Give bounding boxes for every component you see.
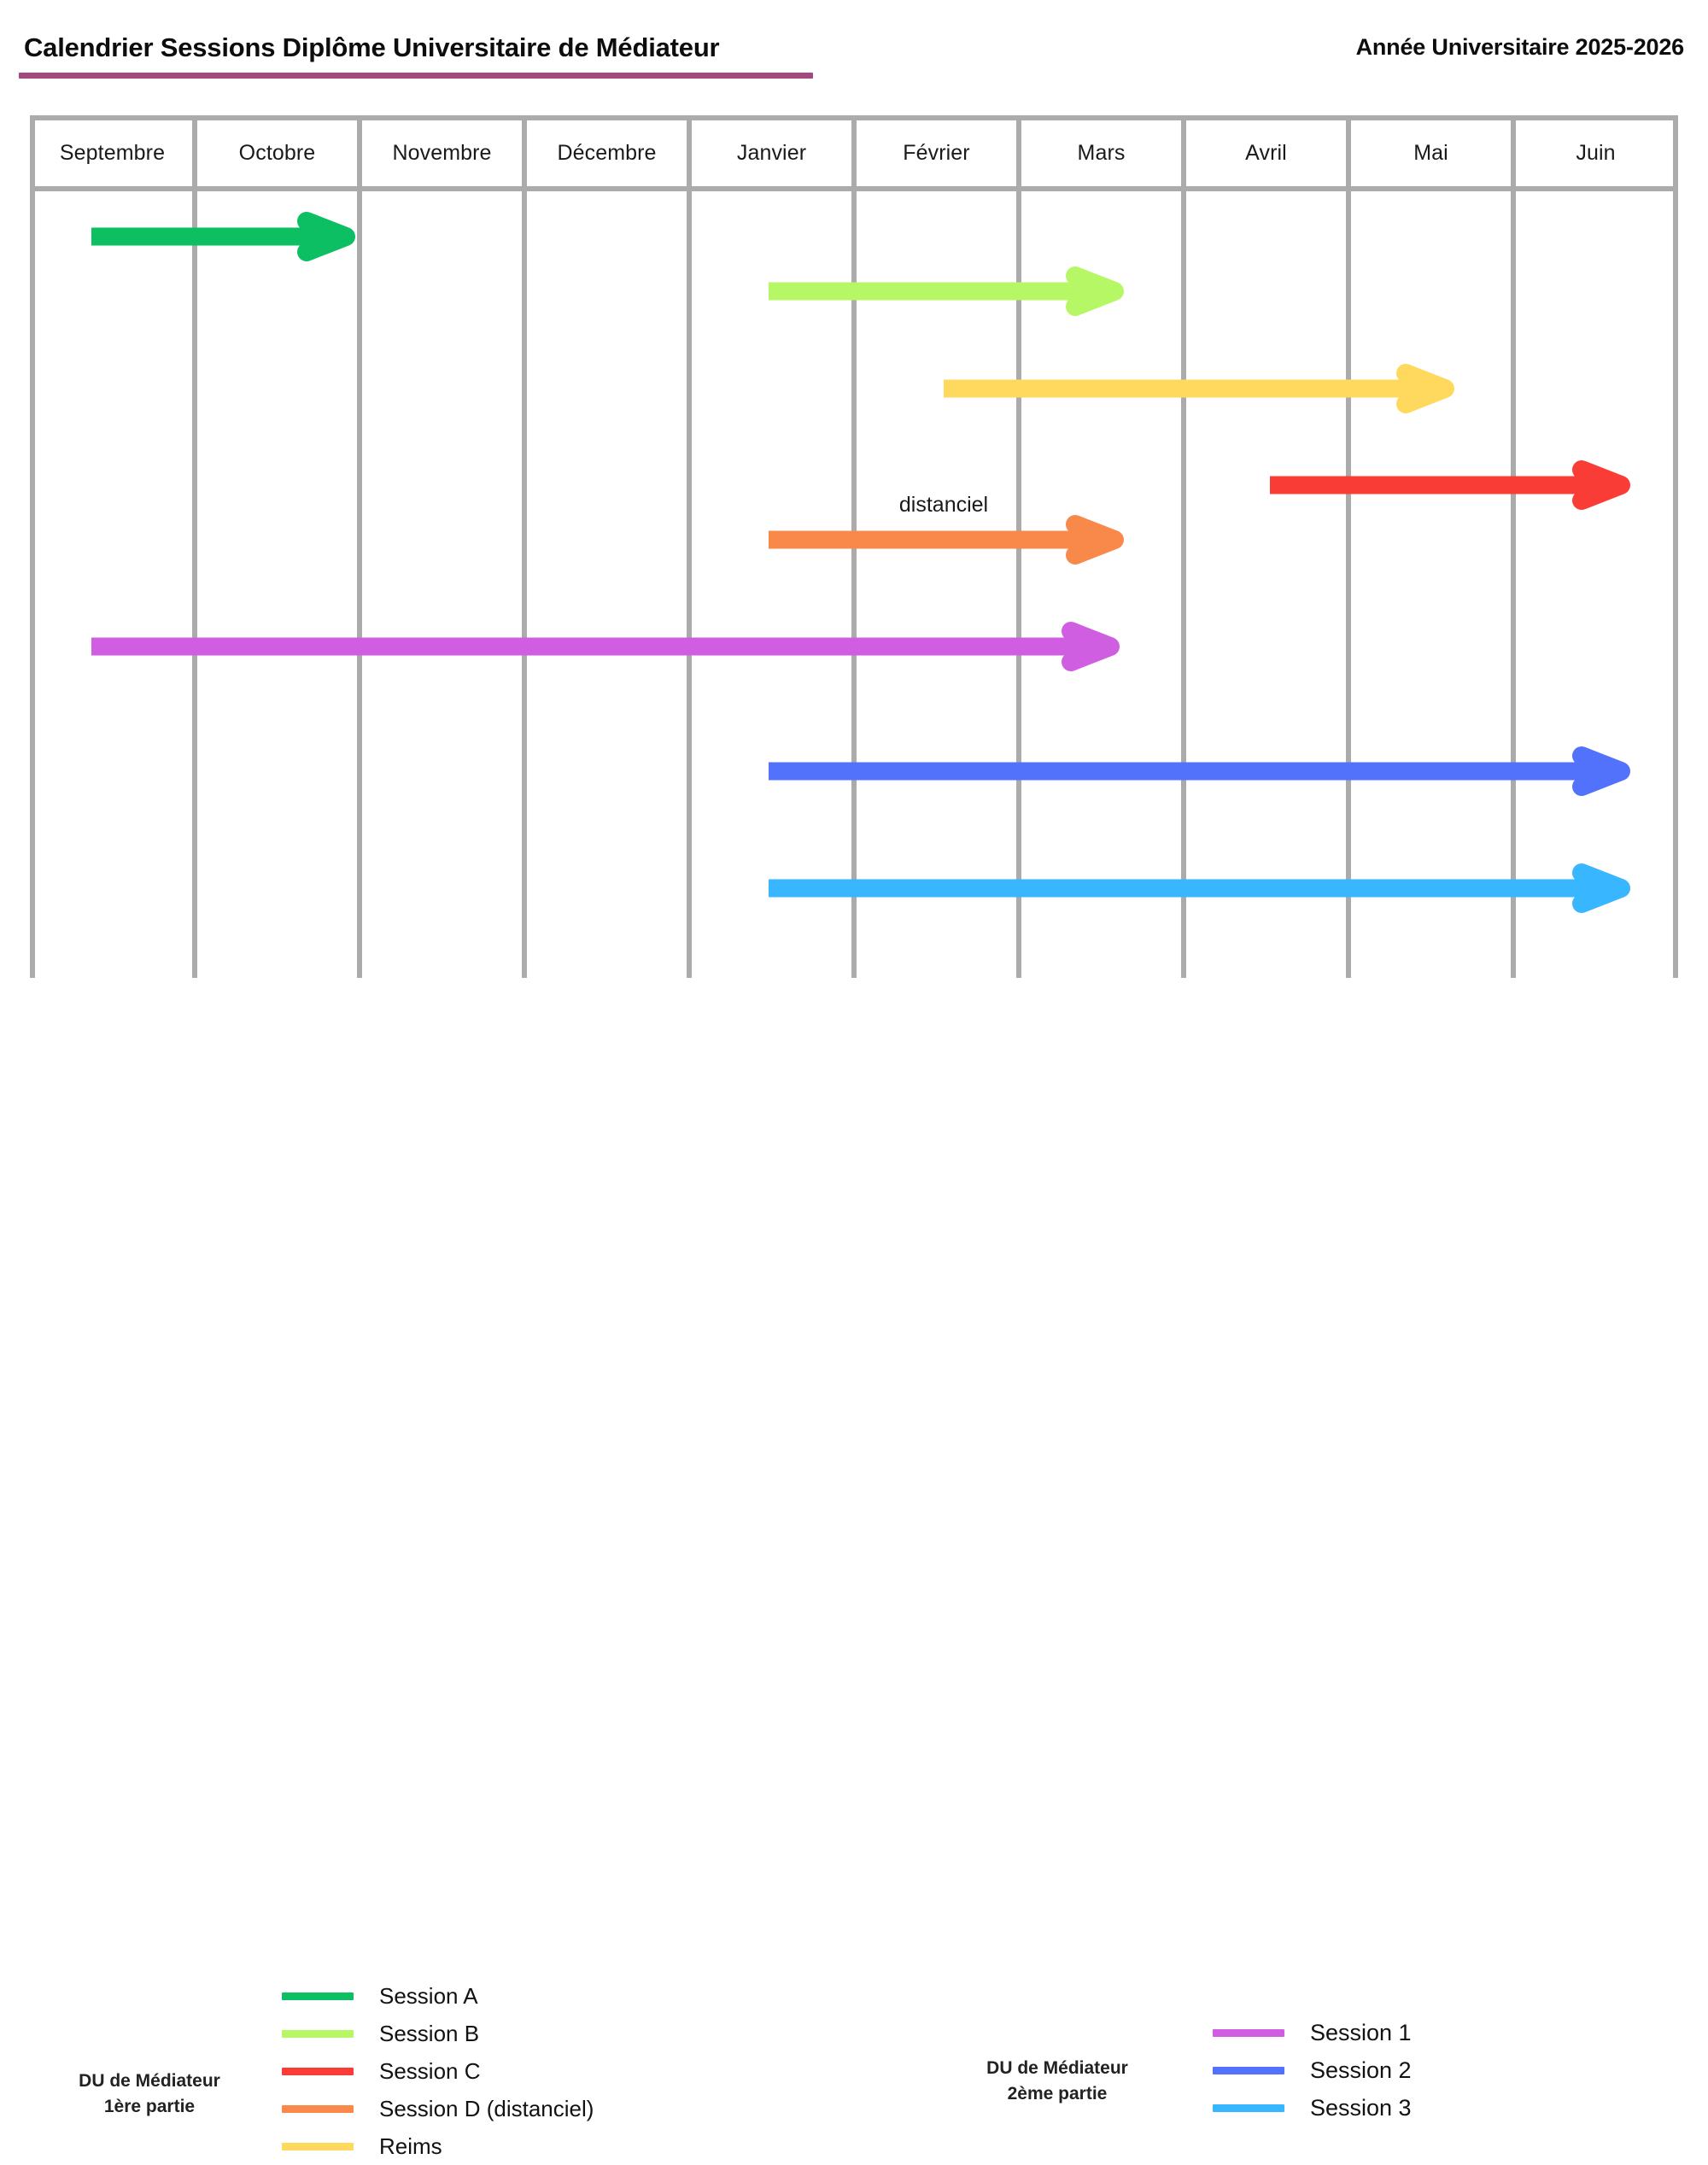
arrow-head-icon — [1572, 746, 1630, 796]
academic-year-label: Année Universitaire 2025-2026 — [1355, 34, 1685, 60]
legend-item-label: Session D (distanciel) — [379, 2095, 594, 2121]
page-header: Calendrier Sessions Diplôme Universitair… — [0, 0, 1708, 102]
legend-color-swatch — [1213, 2104, 1284, 2112]
arrow-head-icon — [1396, 364, 1454, 413]
legend-item[interactable]: Session A — [282, 1977, 594, 2015]
legend-item-label: Reims — [379, 2133, 442, 2159]
page-title: Calendrier Sessions Diplôme Universitair… — [24, 32, 720, 62]
legend-color-swatch — [282, 2104, 354, 2113]
grid-line-vertical — [1346, 191, 1351, 978]
legend-first-part-items: Session A Session B Session C Session D (di… — [282, 1977, 594, 2165]
legend-color-swatch — [1213, 2028, 1284, 2037]
legend-second-part-title: DU de Médiateur 2ème partie — [986, 2056, 1128, 2108]
grid-line-vertical — [1016, 191, 1021, 978]
legend-item-label: Session C — [379, 2057, 481, 2084]
legend-color-swatch — [282, 2142, 354, 2150]
grid-line-vertical — [1673, 191, 1678, 978]
bar-annotation-label: distanciel — [898, 493, 989, 517]
grid-line-vertical — [30, 191, 35, 978]
arrow-shaft — [91, 637, 1089, 656]
legend-first-part-title: DU de Médiateur 1ère partie — [79, 2068, 220, 2121]
arrow-head-icon — [1066, 266, 1124, 316]
legend-item-label: Session 2 — [1310, 2057, 1412, 2083]
month-label: Novembre — [392, 141, 492, 165]
legend-item-label: Session 1 — [1310, 2019, 1412, 2045]
month-label: Janvier — [736, 141, 807, 165]
legend-color-swatch — [282, 2029, 354, 2038]
month-label: Février — [903, 141, 970, 165]
legend-item[interactable]: Session D (distanciel) — [282, 2090, 594, 2127]
timeline-arrow — [91, 212, 355, 261]
timeline-arrow — [769, 863, 1630, 913]
grid-line-vertical — [357, 191, 362, 978]
grid-line-vertical — [1511, 191, 1516, 978]
month-label: Mars — [1077, 141, 1126, 165]
grid-line-vertical — [522, 191, 527, 978]
month-header-cell: Mars — [1016, 120, 1184, 186]
month-label: Avril — [1245, 141, 1287, 165]
arrow-head-icon — [1572, 863, 1630, 913]
legend-item-label: Session A — [379, 1982, 478, 2009]
arrow-shaft — [769, 879, 1600, 898]
month-header-cell: Décembre — [522, 120, 689, 186]
legend-item[interactable]: Session C — [282, 2052, 594, 2090]
legend-second-part-items: Session 1 Session 2 Session 3 — [1213, 2014, 1412, 2127]
grid-header-bottom-border — [30, 186, 1678, 191]
legend-item[interactable]: Session 1 — [1213, 2014, 1412, 2051]
timeline-plot-area: distanciel — [30, 191, 1678, 978]
month-header-cell: Octobre — [192, 120, 360, 186]
arrow-head-icon — [297, 212, 355, 261]
month-header-cell: Janvier — [687, 120, 854, 186]
timeline-arrow — [769, 746, 1630, 796]
month-header-cell: Mai — [1346, 120, 1513, 186]
month-label: Mai — [1413, 141, 1448, 165]
arrow-shaft — [1270, 476, 1600, 494]
month-header-cell: Septembre — [30, 120, 195, 186]
legend-color-swatch — [282, 2067, 354, 2075]
month-label: Juin — [1576, 141, 1616, 165]
legend-color-swatch — [1213, 2066, 1284, 2074]
legend-title-line-2: 1ère partie — [103, 2097, 196, 2117]
legend-item-label: Session B — [379, 2020, 480, 2046]
arrow-shaft — [769, 762, 1600, 781]
legend-item[interactable]: Session 2 — [1213, 2051, 1412, 2089]
timeline-arrow — [769, 266, 1124, 316]
legend-item[interactable]: Session 3 — [1213, 2089, 1412, 2127]
timeline-arrow — [91, 622, 1120, 671]
grid-line-vertical — [192, 191, 197, 978]
month-header-cell: Avril — [1181, 120, 1348, 186]
arrow-shaft — [91, 227, 325, 246]
legend-title-line-1: DU de Médiateur — [986, 2058, 1128, 2078]
legend-item-label: Session 3 — [1310, 2094, 1412, 2121]
month-label: Septembre — [59, 141, 166, 165]
arrow-shaft — [944, 379, 1424, 398]
legend-title-line-2: 2ème partie — [1007, 2084, 1108, 2104]
arrow-shaft — [769, 530, 1093, 549]
timeline-arrow — [769, 515, 1124, 565]
timeline-arrow — [1270, 460, 1630, 510]
month-label: Décembre — [557, 141, 657, 165]
title-underline-rule — [19, 73, 813, 79]
calendar-grid: Septembre Octobre Novembre Décembre Janvier F… — [30, 115, 1678, 978]
legend-color-swatch — [282, 1992, 354, 2000]
month-label: Octobre — [238, 141, 316, 165]
grid-top-border — [30, 115, 1678, 120]
arrow-head-icon — [1066, 515, 1124, 565]
grid-line-vertical — [687, 191, 692, 978]
month-header-cell: Février — [851, 120, 1019, 186]
arrow-head-icon — [1572, 460, 1630, 510]
timeline-arrow — [944, 364, 1454, 413]
grid-line-vertical — [851, 191, 857, 978]
legend-item[interactable]: Session B — [282, 2015, 594, 2052]
month-header-row: Septembre Octobre Novembre Décembre Janvier F… — [30, 120, 1678, 186]
legend-item[interactable]: Reims — [282, 2127, 594, 2165]
month-header-cell: Juin — [1511, 120, 1678, 186]
grid-line-vertical — [1181, 191, 1186, 978]
month-header-cell: Novembre — [357, 120, 524, 186]
arrow-head-icon — [1062, 622, 1120, 671]
arrow-shaft — [769, 282, 1093, 301]
legend-title-line-1: DU de Médiateur — [79, 2071, 220, 2091]
